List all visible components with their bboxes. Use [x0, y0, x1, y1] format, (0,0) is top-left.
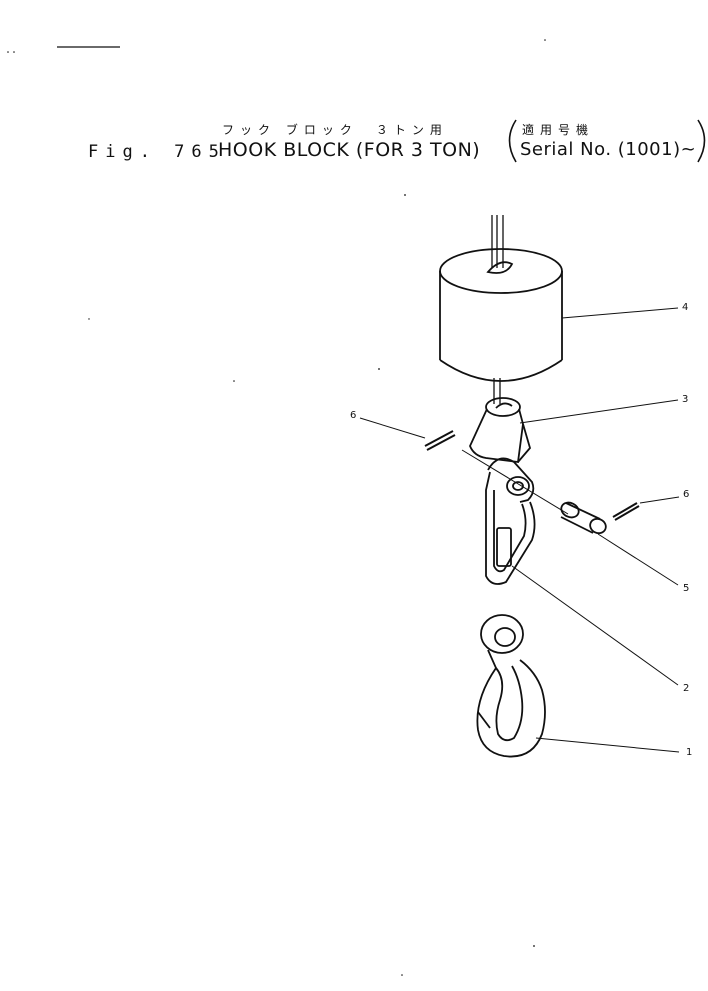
- callout-2: 2: [683, 683, 690, 694]
- scan-specks: [7, 39, 546, 976]
- serial-range: Serial No. (1001)~: [520, 139, 697, 160]
- leader-lines: [359, 307, 680, 753]
- callout-5: 5: [683, 583, 690, 594]
- callout-6-right: 6: [683, 489, 690, 500]
- part-4-sheave-body: [439, 248, 563, 382]
- part-6-cotter-pin-left: [424, 430, 456, 451]
- part-5-pin: [560, 501, 607, 535]
- part-3-yoke: [469, 397, 532, 464]
- jp-applicability: 適用号機: [522, 123, 595, 137]
- callout-6-left: 6: [350, 410, 357, 421]
- serial-open-paren: [508, 119, 517, 163]
- figure-title: HOOK BLOCK (FOR 3 TON): [218, 139, 481, 161]
- callout-3: 3: [682, 394, 689, 405]
- figure-number: Fig. 765: [88, 142, 226, 162]
- part-1-hook: [476, 614, 546, 758]
- serial-close-paren: [697, 119, 706, 163]
- part-6-cotter-pin-right: [612, 502, 640, 521]
- wire-ropes: [491, 215, 504, 404]
- callout-4: 4: [682, 302, 689, 313]
- callout-1: 1: [686, 747, 693, 758]
- part-2-link: [485, 457, 536, 585]
- jp-title: フック ブロック ３トン用: [222, 123, 448, 137]
